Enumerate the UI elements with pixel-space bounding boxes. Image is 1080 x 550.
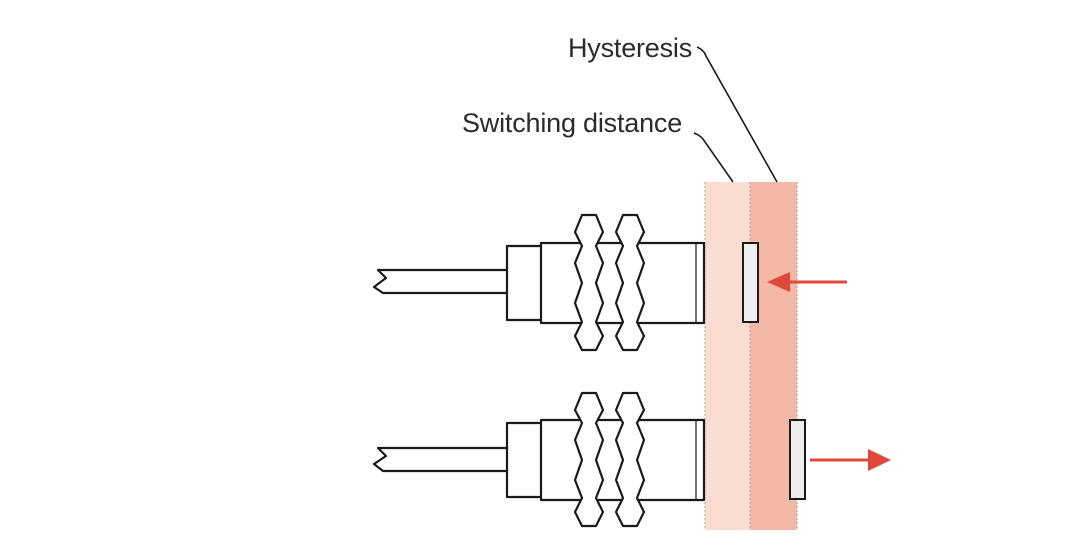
hysteresis-label: Hysteresis bbox=[568, 33, 693, 63]
target-plate-receding bbox=[789, 419, 806, 500]
switching-distance-label: Switching distance bbox=[462, 108, 683, 138]
switching-distance-zone bbox=[705, 182, 750, 530]
label-leader-lines bbox=[693, 46, 778, 183]
sensor-cable bbox=[372, 268, 507, 295]
sensor-nut bbox=[573, 213, 605, 352]
arrow-left-icon bbox=[767, 272, 847, 292]
sensor-rear-cap bbox=[505, 244, 545, 322]
top-sensor bbox=[372, 213, 706, 352]
target-plate-approaching bbox=[742, 242, 759, 323]
sensor-nut bbox=[614, 213, 646, 352]
sensor-cable bbox=[372, 446, 507, 473]
arrow-right-icon bbox=[810, 449, 891, 471]
sensor-nut bbox=[614, 391, 646, 528]
sensor-nut bbox=[573, 391, 605, 528]
sensor-rear-cap bbox=[505, 421, 545, 499]
bottom-sensor bbox=[372, 391, 706, 528]
